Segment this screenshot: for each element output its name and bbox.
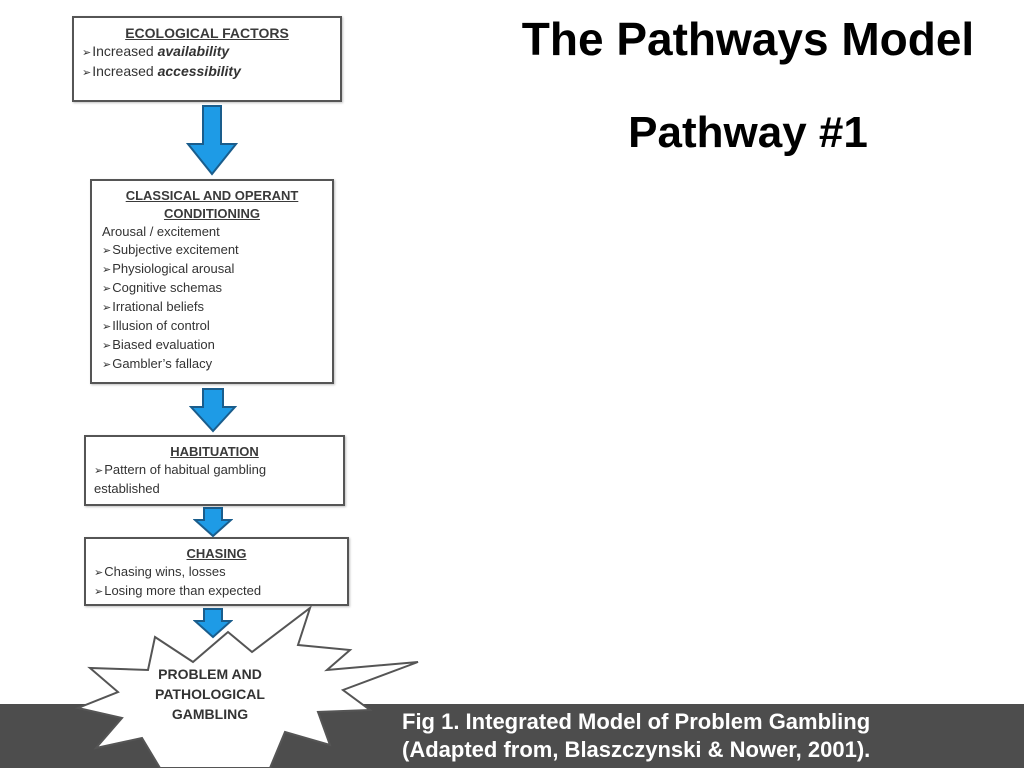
list-item: ➢Gambler’s fallacy <box>102 356 213 371</box>
bullet-icon: ➢ <box>102 359 112 371</box>
conditioning-heading-line2: CONDITIONING <box>163 206 261 221</box>
figure-caption: Fig 1. Integrated Model of Problem Gambl… <box>402 709 871 762</box>
bullet-icon: ➢ <box>102 283 112 295</box>
ecological-factors-heading: ECOLOGICAL FACTORS <box>125 25 289 41</box>
page-subtitle: Pathway #1 <box>628 108 868 157</box>
down-arrow-icon <box>186 105 238 176</box>
bullet-icon: ➢ <box>94 465 104 477</box>
bullet-icon: ➢ <box>102 302 112 314</box>
list-item: ➢Increased availability <box>82 43 230 59</box>
ecological-factors-box: ECOLOGICAL FACTORS ➢Increased availabili… <box>72 16 342 102</box>
habituation-heading: HABITUATION <box>170 444 259 459</box>
bullet-icon: ➢ <box>102 321 112 333</box>
chasing-box: CHASING ➢Chasing wins, losses ➢Losing mo… <box>84 537 349 606</box>
bullet-icon: ➢ <box>102 245 112 257</box>
list-item: ➢Pattern of habitual gambling establishe… <box>94 462 267 496</box>
list-item: ➢Physiological arousal <box>102 261 235 276</box>
bullet-icon: ➢ <box>82 67 92 79</box>
bullet-icon: ➢ <box>102 340 112 352</box>
bullet-icon: ➢ <box>102 264 112 276</box>
list-item: ➢Cognitive schemas <box>102 280 223 295</box>
list-item: ➢Irrational beliefs <box>102 299 204 314</box>
bullet-icon: ➢ <box>94 586 104 598</box>
conditioning-box: CLASSICAL AND OPERANT CONDITIONING Arous… <box>90 179 334 384</box>
page-title: The Pathways Model <box>521 13 975 65</box>
conditioning-heading-line1: CLASSICAL AND OPERANT <box>125 188 299 203</box>
down-arrow-icon <box>189 388 237 433</box>
down-arrow-icon <box>193 608 233 639</box>
list-item: ➢Chasing wins, losses <box>94 564 226 579</box>
outcome-label: PROBLEM AND PATHOLOGICAL GAMBLING <box>155 666 265 722</box>
habituation-box: HABITUATION ➢Pattern of habitual gamblin… <box>84 435 345 506</box>
bullet-icon: ➢ <box>94 567 104 579</box>
list-item: ➢Increased accessibility <box>82 63 241 79</box>
conditioning-intro: Arousal / excitement <box>102 224 220 239</box>
bullet-icon: ➢ <box>82 47 92 59</box>
chasing-heading: CHASING <box>186 546 247 561</box>
list-item: ➢Subjective excitement <box>102 242 239 257</box>
down-arrow-icon <box>193 507 233 538</box>
list-item: ➢Losing more than expected <box>94 583 262 598</box>
list-item: ➢Illusion of control <box>102 318 210 333</box>
list-item: ➢Biased evaluation <box>102 337 215 352</box>
